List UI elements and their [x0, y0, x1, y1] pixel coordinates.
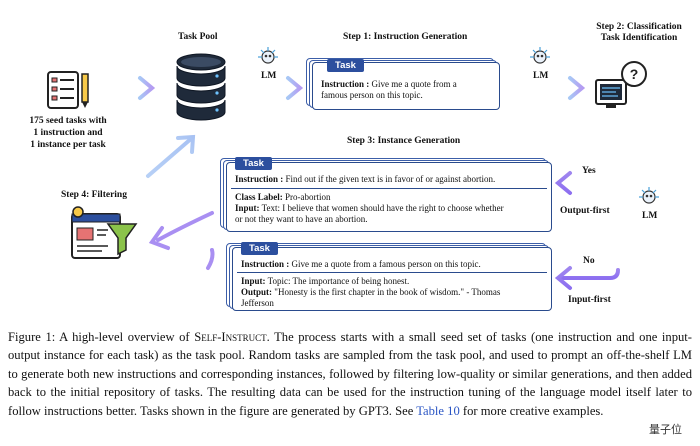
robot-icon [258, 47, 278, 64]
instruction-text: Find out if the given text is in favor o… [285, 174, 496, 184]
input-text: Topic: The importance of being honest. [267, 276, 410, 286]
if-input: Input: Topic: The importance of being ho… [241, 276, 543, 287]
instruction-text: Give me a quote from a [371, 79, 457, 89]
of-instruction: Instruction : Find out if the given text… [235, 174, 543, 185]
card-divider [237, 272, 547, 273]
robot-icon [530, 47, 550, 64]
database-icon [176, 53, 226, 121]
output-text: "Honesty is the first chapter in the boo… [274, 287, 501, 297]
if-instruction: Instruction : Give me a quote from a fam… [241, 259, 543, 270]
lm-label-1: LM [261, 71, 277, 81]
task-pool-title: Task Pool [178, 32, 218, 42]
figure-caption: Figure 1: A high-level overview of Self-… [8, 328, 692, 420]
of-input-cont: or not they want to have an abortion. [235, 214, 368, 224]
flow-arrows [106, 76, 620, 290]
input-text: Text: I believe that women should have t… [261, 203, 504, 213]
instruction-label: Instruction : [241, 259, 290, 269]
card-front: Task Instruction : Find out if the given… [226, 157, 552, 232]
step1-instruction: Instruction : Give me a quote from a [321, 79, 491, 90]
instruction-label: Instruction : [235, 174, 284, 184]
input-first-task-card: Task Instruction : Give me a quote from … [226, 242, 554, 313]
caption-method-name: Self-Instruct [194, 330, 267, 344]
if-output-cont: Jefferson [241, 298, 274, 308]
watermark: 量子位 [645, 420, 686, 438]
step2-title-line1: Step 2: Classification [596, 22, 682, 32]
filter-icon [71, 206, 138, 259]
task-tag: Task [241, 242, 278, 255]
lm-label-3: LM [642, 211, 658, 221]
class-label-text: Pro-abortion [285, 192, 331, 202]
input-label: Input: [241, 276, 266, 286]
output-label: Output: [241, 287, 273, 297]
classification-icon: ? [595, 61, 647, 108]
checklist-icon [47, 71, 89, 109]
instruction-text: Give me a quote from a famous person on … [291, 259, 481, 269]
task-tag: Task [327, 59, 364, 72]
caption-suffix: for more creative examples. [459, 403, 604, 418]
input-first-label: Input-first [568, 295, 611, 305]
seed-line-1: 175 seed tasks with [29, 116, 107, 126]
arrow-pool-to-step1 [245, 76, 304, 100]
card-divider [231, 188, 547, 189]
step3-title: Step 3: Instance Generation [347, 136, 461, 146]
output-first-task-card: Task Instruction : Find out if the given… [220, 157, 554, 234]
arrow-cards-to-filter [148, 211, 215, 270]
step2-title-line2: Task Identification [600, 33, 678, 43]
table-link[interactable]: Table 10 [416, 403, 460, 418]
task-tag: Task [235, 157, 272, 170]
yes-label: Yes [582, 166, 596, 176]
arrow-filter-to-pool [146, 134, 196, 178]
instruction-label: Instruction : [321, 79, 370, 89]
step1-task-card: Task Instruction : Give me a quote from … [306, 58, 504, 114]
seed-line-3: 1 instance per task [30, 140, 106, 150]
of-class-label: Class Label: Pro-abortion [235, 192, 543, 203]
seed-tasks-text: 175 seed tasks with 1 instruction and 1 … [20, 115, 116, 151]
output-first-label: Output-first [560, 206, 610, 216]
step1-instruction-cont: famous person on this topic. [321, 90, 423, 100]
caption-body: . The process starts with a small seed s… [8, 330, 692, 418]
caption-prefix: Figure 1: A high-level overview of [8, 330, 195, 344]
lm-label-2: LM [533, 71, 549, 81]
of-input: Input: Text: I believe that women should… [235, 203, 543, 214]
if-output: Output: "Honesty is the first chapter in… [241, 287, 543, 298]
robot-icon [639, 187, 659, 204]
seed-line-2: 1 instruction and [33, 128, 103, 138]
step2-title: Step 2: Classification Task Identificati… [579, 22, 699, 44]
class-label-label: Class Label: [235, 192, 283, 202]
no-label: No [583, 256, 595, 266]
arrow-step1-to-step2 [501, 76, 586, 100]
card-front: Task Instruction : Give me a quote from … [232, 242, 552, 311]
arrow-seed-to-pool [106, 76, 156, 100]
arrow-classifier-branch [554, 120, 620, 290]
step4-title: Step 4: Filtering [61, 190, 127, 200]
input-label: Input: [235, 203, 260, 213]
step1-title: Step 1: Instruction Generation [343, 32, 468, 42]
svg-text:?: ? [630, 66, 639, 82]
card-front: Task Instruction : Give me a quote from … [312, 59, 500, 110]
